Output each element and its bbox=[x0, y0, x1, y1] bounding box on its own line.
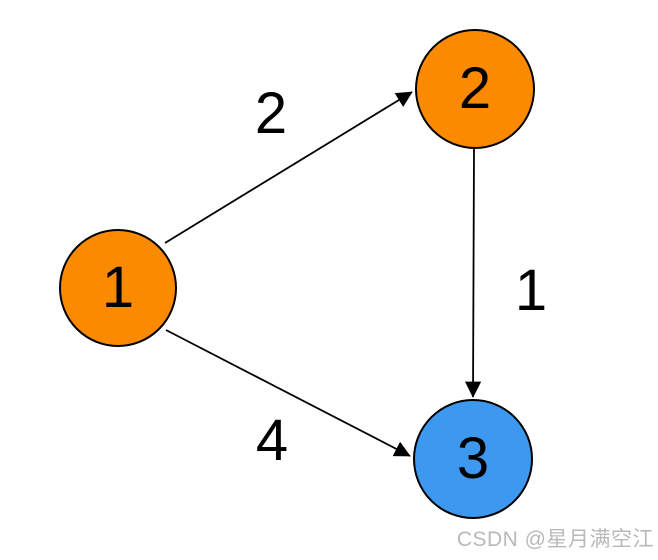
node-1-label: 1 bbox=[101, 255, 135, 320]
node-3: 3 bbox=[413, 399, 533, 519]
edge-2-3 bbox=[464, 148, 482, 398]
edge-weight-2-3: 1 bbox=[514, 258, 548, 323]
edge-1-2 bbox=[164, 91, 413, 244]
node-1: 1 bbox=[59, 229, 177, 347]
edge-weight-1-2: 2 bbox=[254, 81, 288, 146]
node-2-label: 2 bbox=[458, 56, 492, 121]
node-3-label: 3 bbox=[456, 426, 490, 491]
watermark: CSDN @星月满空江 bbox=[456, 528, 654, 551]
edge-1-3 bbox=[165, 329, 411, 457]
edge-weight-1-3: 4 bbox=[255, 408, 289, 473]
node-2: 2 bbox=[415, 29, 535, 149]
